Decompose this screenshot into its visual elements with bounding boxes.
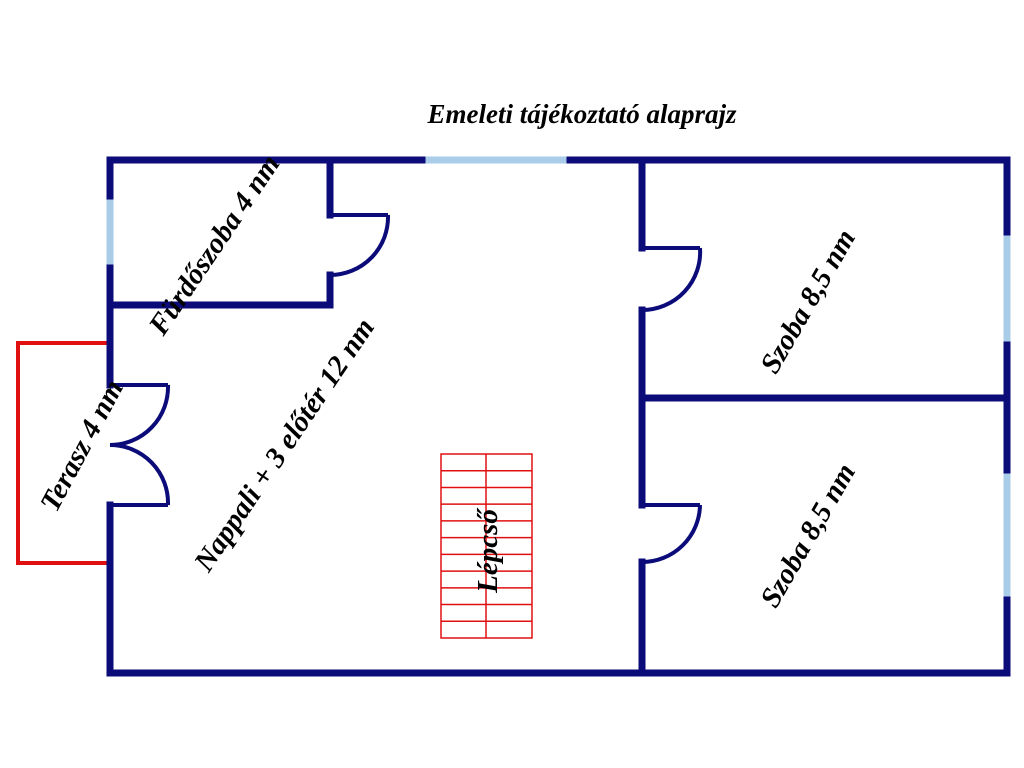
doors: [109, 213, 703, 564]
door-room-bottom: [641, 503, 702, 564]
staircase: [440, 453, 533, 639]
label-stairs: Lépcső: [472, 508, 504, 594]
label-bathroom: Fürdőszoba 4 nm: [142, 149, 286, 341]
terrace-outline: [16, 341, 110, 565]
door-room-top: [641, 246, 703, 313]
label-living: Nappali + 3 előtér 12 nm: [187, 313, 381, 579]
door-terrace: [109, 383, 171, 507]
label-room-top: Szoba 8,5 nm: [754, 224, 862, 379]
walls: [106, 156, 1011, 677]
windows: [106, 156, 1011, 600]
door-bathroom: [329, 213, 391, 277]
plan-title: Emeleti tájékoztató alaprajz: [427, 99, 737, 129]
label-room-bottom: Szoba 8,5 nm: [754, 458, 862, 613]
